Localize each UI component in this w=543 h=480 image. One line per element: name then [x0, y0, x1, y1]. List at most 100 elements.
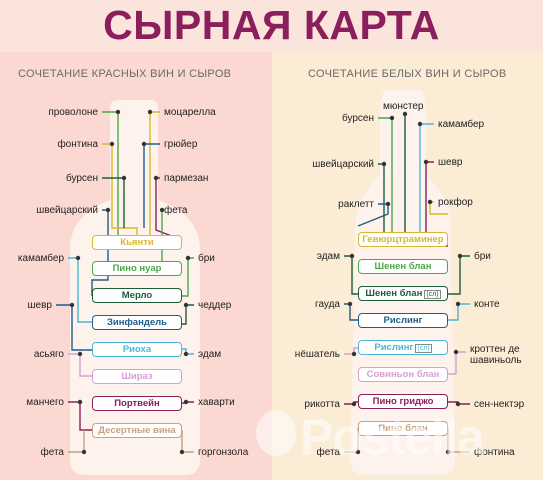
wine-chenin-blanc-sweet: Шенен блан(сл) [358, 286, 448, 301]
cheese-provolone: проволоне [48, 107, 98, 118]
connector-dot-right-16 [445, 449, 451, 455]
connector-dot-left-2 [121, 175, 127, 181]
cheese-mozzarella: моцарелла [164, 107, 216, 118]
cheese-cheddar: чеддер [198, 300, 232, 311]
connector-dot-right-3 [349, 253, 355, 259]
connector-dot-left-10 [141, 141, 147, 147]
connector-asiago [68, 353, 92, 377]
cheese-gouda: гауда [315, 299, 340, 310]
cheese-comte: конте [474, 299, 500, 310]
red-wine-subtitle: СОЧЕТАНИЕ КРАСНЫХ ВИН И СЫРОВ [18, 68, 232, 80]
cheese-roquefort: рокфор [438, 197, 473, 208]
connector-neufchatel [344, 347, 358, 355]
connector-dot-left-9 [147, 109, 153, 115]
connector-dot-left-8 [81, 449, 87, 455]
connector-dot-right-6 [351, 401, 357, 407]
cheese-feta-left: фета [40, 447, 65, 458]
connector-crottin [448, 351, 466, 375]
connector-edam [182, 348, 194, 355]
connector-dot-right-14 [453, 349, 459, 355]
watermark-logo-icon [256, 410, 296, 456]
connector-dot-left-15 [183, 351, 189, 357]
cheese-saint-nectaire: сен-нектэр [474, 399, 525, 410]
cheese-gorgonzola: горгонзола [198, 447, 249, 458]
wine-rioja: Риоха [92, 342, 182, 357]
connector-dot-right-10 [423, 159, 429, 165]
wine-sauvignon-blanc: Совиньон блан [358, 367, 448, 382]
connector-edam-w [344, 255, 358, 295]
connector-dot-left-4 [75, 255, 81, 261]
cheese-chevre: шевр [27, 300, 52, 311]
connector-dot-right-0 [389, 115, 395, 121]
cheese-gruyere: грюйер [164, 139, 198, 150]
cheese-munster: мюнстер [383, 101, 424, 112]
cheese-fontina: фонтина [57, 139, 98, 150]
cheese-swiss: швейцарский [36, 205, 98, 216]
connector-dot-left-1 [109, 141, 115, 147]
connector-dot-right-9 [417, 121, 423, 127]
wine-chenin-blanc: Шенен блан [358, 259, 448, 274]
cheese-camembert-w: камамбер [438, 119, 485, 130]
watermark: Posteila [300, 409, 485, 465]
connector-chevre [56, 304, 92, 351]
connector-fontina [102, 143, 138, 235]
connector-dot-right-12 [457, 253, 463, 259]
connector-dot-left-3 [105, 207, 111, 213]
cheese-wine-connectors [56, 109, 470, 455]
connector-dot-left-6 [77, 351, 83, 357]
connector-brie [182, 257, 194, 297]
cheese-camembert: камамбер [17, 253, 64, 264]
cheese-brie-w: бри [474, 251, 491, 262]
cheese-crottin: кроттен де шавиньоль [470, 344, 522, 366]
connector-dot-right-15 [455, 401, 461, 407]
cheese-parmesan: пармезан [164, 173, 209, 184]
connector-dot-right-8 [402, 111, 408, 117]
wine-chianti: Кьянти [92, 235, 182, 250]
cheese-havarti: хаварти [198, 397, 235, 408]
wine-port: Портвейн [92, 396, 182, 411]
cheese-asiago: асьяго [33, 349, 64, 360]
connector-camembert [68, 257, 92, 323]
white-wine-subtitle: СОЧЕТАНИЕ БЕЛЫХ ВИН И СЫРОВ [308, 68, 507, 80]
connector-dot-right-4 [347, 301, 353, 307]
connector-dot-left-16 [183, 399, 189, 405]
connector-brie-w [448, 255, 470, 295]
connector-dot-left-0 [115, 109, 121, 115]
cheese-edam-w: эдам [316, 251, 340, 262]
connector-dot-right-13 [455, 301, 461, 307]
wine-pinot-blanc: Пино блан [358, 421, 448, 436]
wine-gewurztraminer: Гевюрцтраминер [358, 232, 448, 247]
connector-cheddar [182, 304, 194, 325]
connector-dot-right-1 [381, 161, 387, 167]
connector-dot-left-11 [153, 175, 159, 181]
connector-raclette [357, 203, 389, 227]
wine-dessert: Десертные вина [92, 423, 182, 438]
connector-dot-left-5 [69, 302, 75, 308]
connector-dot-left-17 [179, 449, 185, 455]
wine-zinfandel: Зинфандель [92, 315, 182, 330]
cheese-edam: эдам [198, 349, 222, 360]
cheese-feta-right: фета [164, 205, 188, 216]
wine-merlot: Мерло [92, 288, 182, 303]
connector-dot-right-5 [351, 351, 357, 357]
wine-pinot-grigio: Пино гриджо [358, 394, 448, 409]
cheese-brie: бри [198, 253, 215, 264]
cheese-neufchatel: нёшатель [294, 349, 340, 360]
connector-dot-right-7 [355, 449, 361, 455]
cheese-ricotta: рикотта [304, 399, 340, 410]
connector-dot-right-11 [427, 199, 433, 205]
cheese-boursin-w: бурсен [341, 113, 374, 124]
connector-dot-left-7 [77, 399, 83, 405]
connector-dot-left-12 [159, 207, 165, 213]
wine-riesling: Рислинг [358, 313, 448, 328]
wine-riesling-sweet: Рислинг(сл) [358, 340, 448, 355]
connector-manchego [68, 401, 92, 431]
page-title: СЫРНАЯ КАРТА [103, 2, 440, 48]
cheese-chevre-w: шевр [438, 157, 463, 168]
cheese-raclette: раклетт [338, 199, 374, 210]
wine-pinot-noir: Пино нуар [92, 261, 182, 276]
cheese-manchego: манчего [26, 397, 64, 408]
cheese-boursin: бурсен [65, 173, 98, 184]
connector-comte [448, 303, 470, 321]
